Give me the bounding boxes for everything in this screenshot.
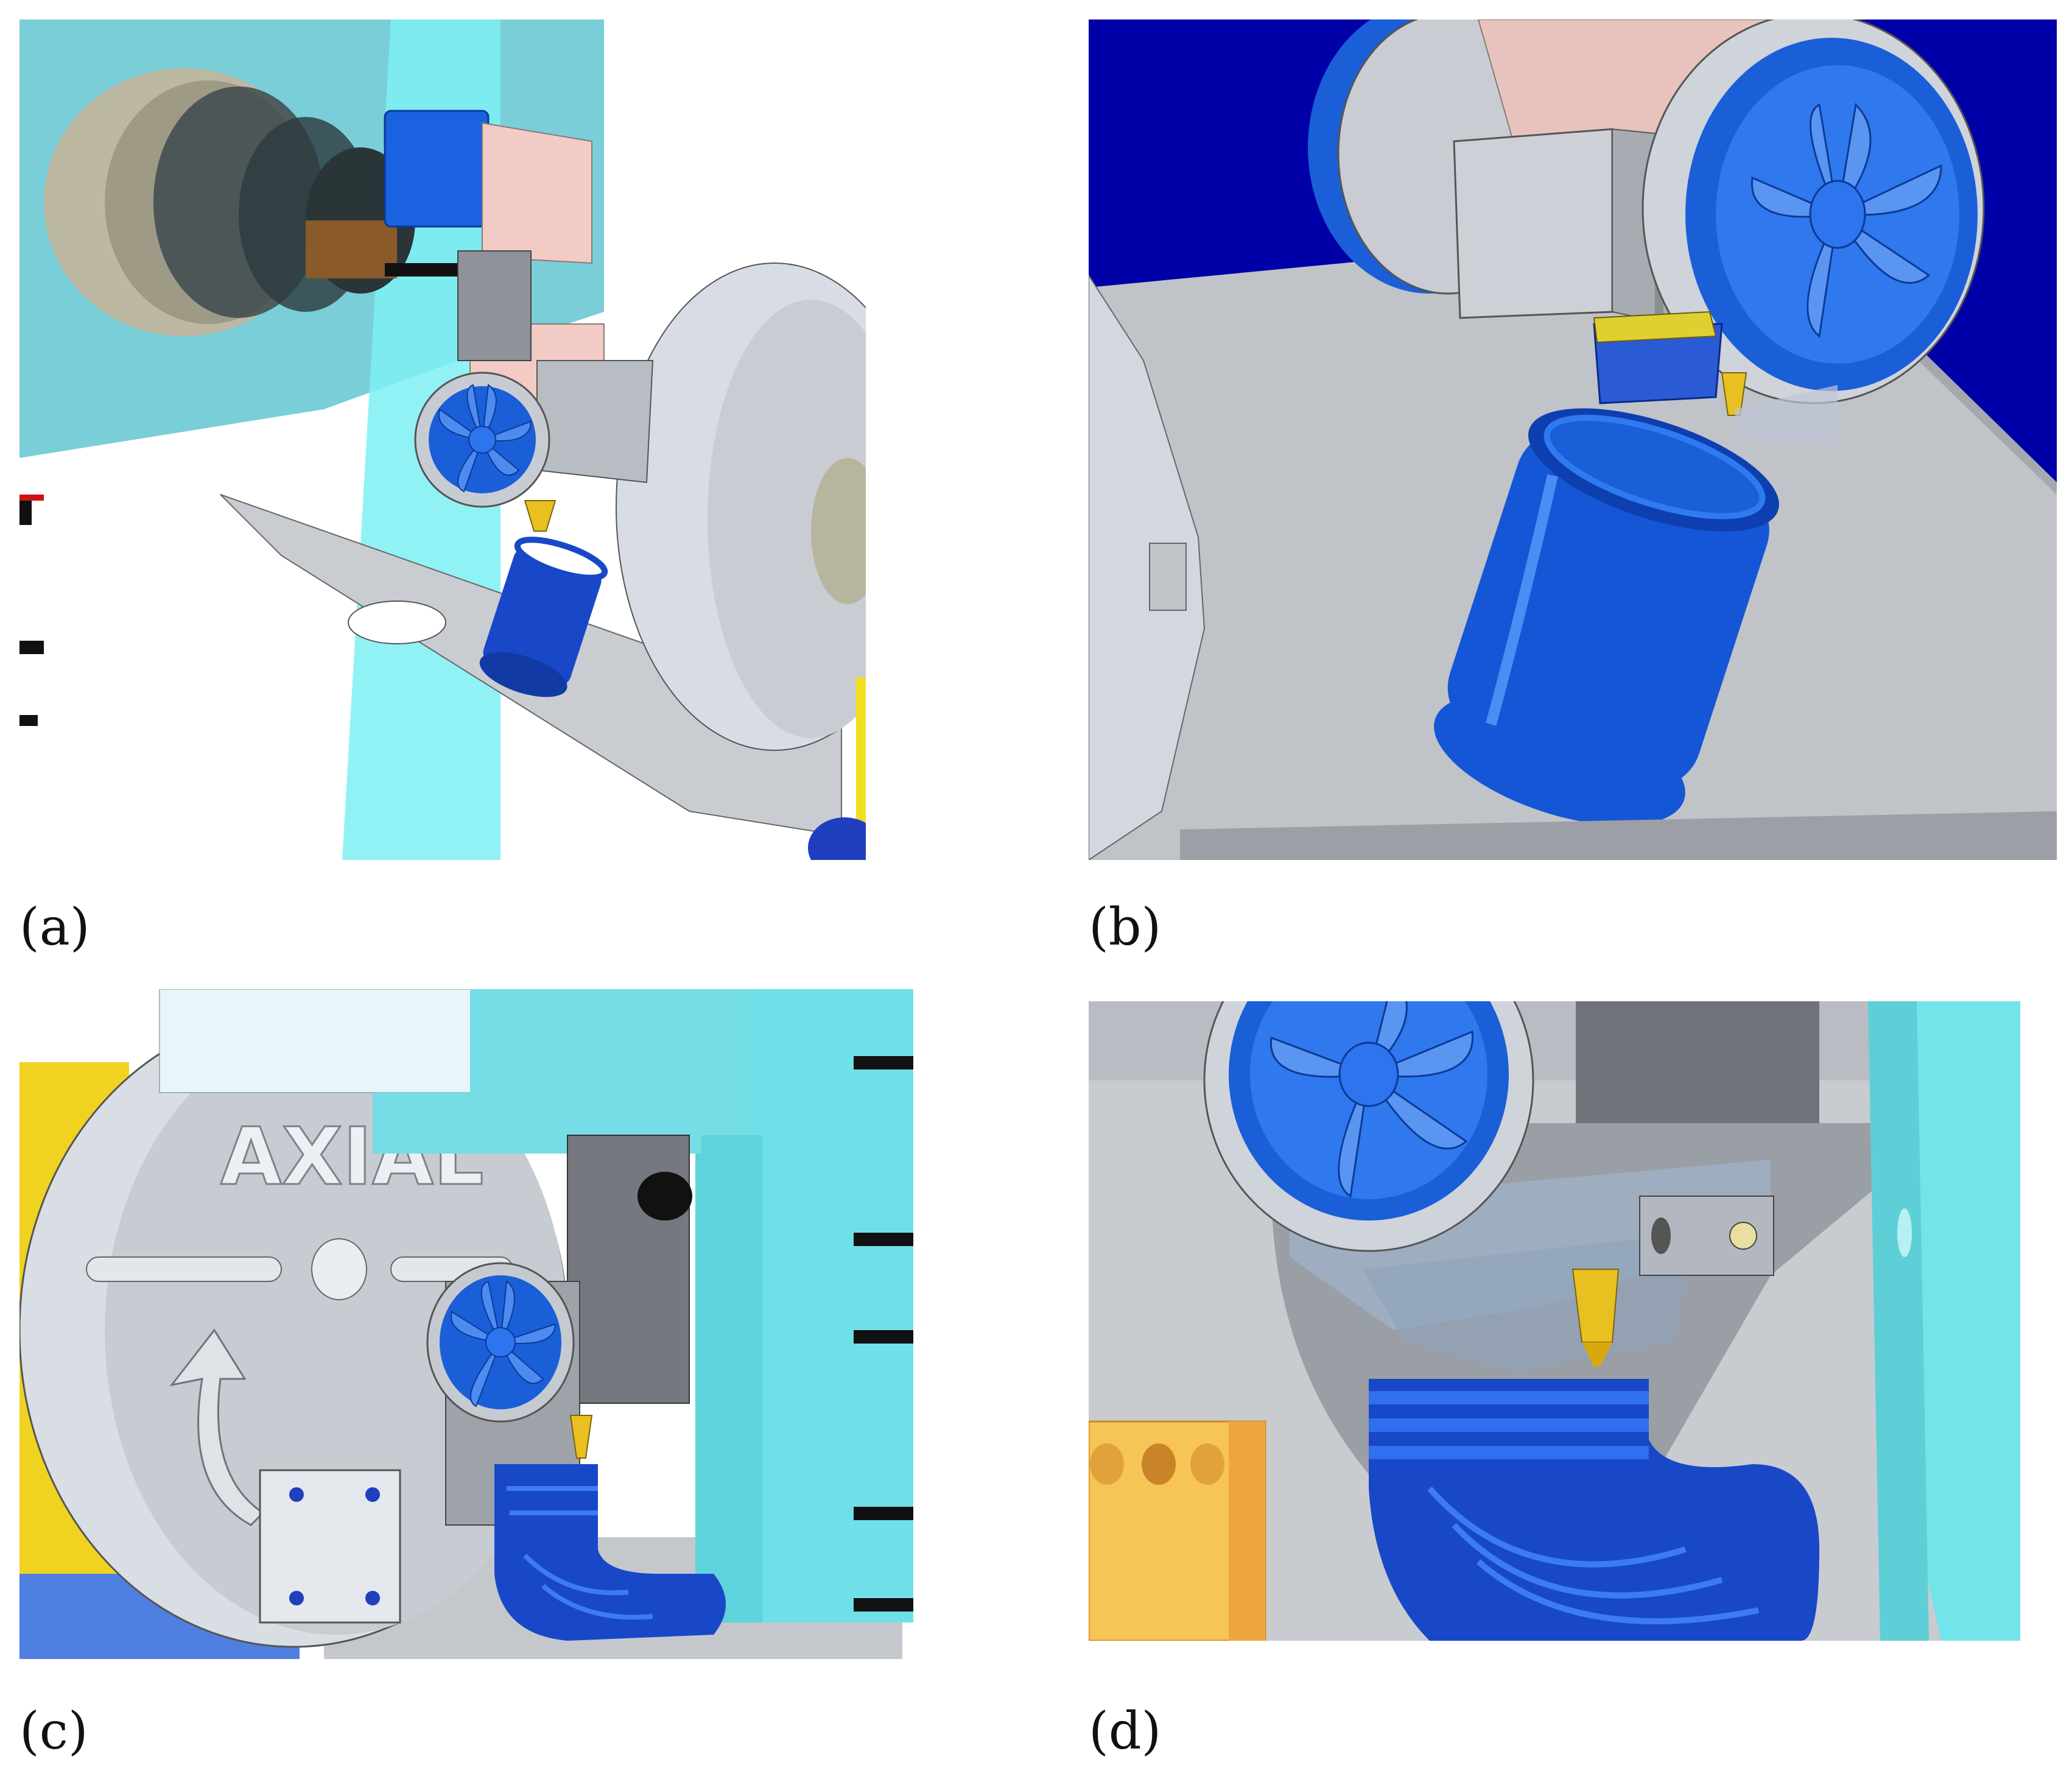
fan-icon <box>426 1262 575 1423</box>
panel-c-render: AXIAL <box>19 989 913 1659</box>
fan-icon <box>1203 1001 1534 1252</box>
caption-d: (d) <box>1089 1701 1162 1761</box>
caption-a: (a) <box>19 897 90 957</box>
fan-icon <box>414 372 550 508</box>
axial-label: AXIAL <box>220 1110 484 1203</box>
panel-d-render <box>1089 1001 2020 1641</box>
nozzle-icon <box>569 1415 593 1459</box>
caption-c: (c) <box>19 1701 88 1761</box>
panel-b-render <box>1089 19 2057 860</box>
panel-d <box>1089 1001 2020 1641</box>
panel-a-render <box>19 19 866 860</box>
panel-a <box>19 19 866 860</box>
fan-icon <box>1642 19 1985 404</box>
caption-b: (b) <box>1089 897 1162 957</box>
nozzle-icon <box>524 500 557 532</box>
panel-c: AXIAL <box>19 989 913 1659</box>
arrow-icon <box>169 1328 265 1526</box>
panel-b <box>1089 19 2057 860</box>
